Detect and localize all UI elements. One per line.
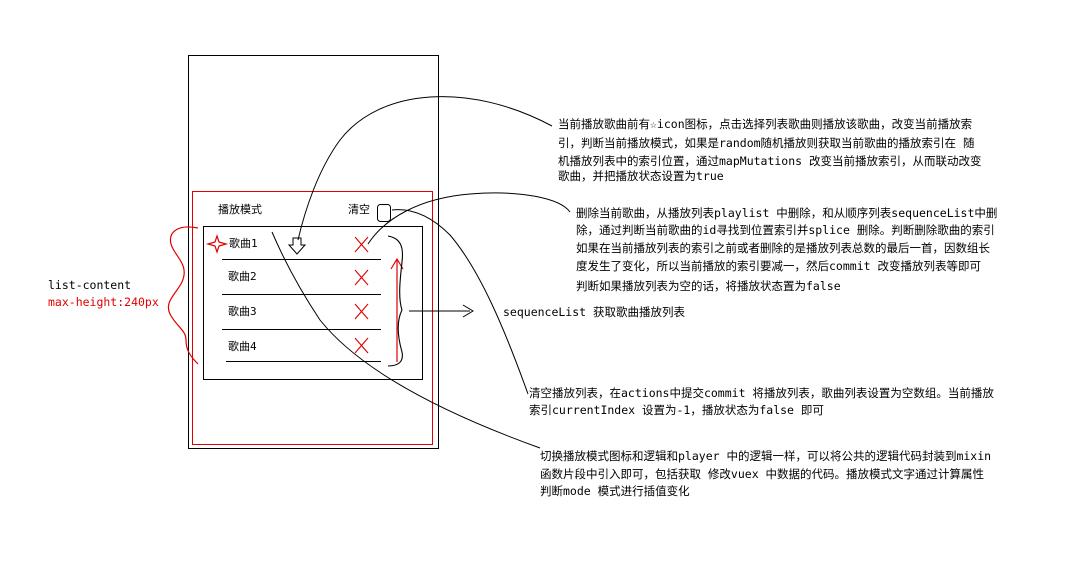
note-current-song-4: 歌曲，并把播放状态设置为true [558,169,724,183]
note-delete-3: 如果在当前播放列表的索引之前或者删除的是播放列表总数的最后一首，因数组长 [576,241,990,255]
sequence-arrow-head [462,304,474,318]
note-current-song-3: 机播放列表中的索引位置，通过mapMutations 改变当前播放索引，从而联动… [558,154,982,168]
play-mode-label[interactable]: 播放模式 [218,203,262,216]
delete-icon[interactable] [354,236,369,253]
select-arrow-icon [287,237,307,255]
note-clear-1: 清空播放列表，在actions中提交commit 将播放列表，歌曲列表设置为空数… [529,386,994,400]
song-item-4[interactable]: 歌曲4 [228,340,257,353]
scroll-arrow-head [390,257,404,270]
list-content-label: list-content [48,278,132,292]
note-mode-3: 判断mode 模式进行插值变化 [540,484,690,498]
delete-icon[interactable] [354,337,369,354]
note-clear-2: 索引currentIndex 设置为-1，播放状态为false 即可 [529,403,824,417]
connector-clear [391,209,529,395]
note-current-song-1: 当前播放歌曲前有☆icon图标，点击选择列表歌曲则播放该歌曲，改变当前播放索 [558,117,973,131]
connector-current-song [297,96,553,241]
song-item-3[interactable]: 歌曲3 [228,305,257,318]
list-content-brace [167,226,199,365]
connector-mode [271,231,541,449]
phone-frame [188,55,439,449]
note-delete-2: 除，通过判断当前歌曲的id寻找到位置索引并splice 删除。判断删除歌曲的索引 [576,223,995,237]
song-item-1[interactable]: 歌曲1 [229,237,258,250]
note-current-song-2: 引，判断当前播放模式，如果是random随机播放则获取当前歌曲的播放索引在 随 [558,136,975,150]
note-mode-1: 切换播放模式图标和逻辑和player 中的逻辑一样，可以将公共的逻辑代码封装到m… [540,449,992,463]
delete-icon[interactable] [354,269,369,286]
connector-delete [367,192,571,245]
list-content-style: max-height:240px [48,295,159,309]
star-icon [205,234,229,254]
song-item-2[interactable]: 歌曲2 [228,270,257,283]
song-list-brace [387,235,404,367]
note-sequence: sequenceList 获取歌曲播放列表 [503,305,686,319]
note-delete-5: 判断如果播放列表为空的话，将播放状态置为false [576,279,841,293]
clear-label[interactable]: 清空 [348,203,370,216]
note-delete-1: 删除当前歌曲，从播放列表playlist 中删除，和从顺序列表sequenceL… [576,206,998,220]
delete-icon[interactable] [354,303,369,320]
note-delete-4: 度发生了变化，所以当前播放的索引要减一，然后commit 改变播放列表等即可 [576,259,981,273]
note-mode-2: 函数片段中引入即可，包括获取 修改vuex 中数据的代码。播放模式文字通过计算属… [540,467,985,481]
list-content-box [203,226,423,380]
clear-icon[interactable] [377,204,391,222]
